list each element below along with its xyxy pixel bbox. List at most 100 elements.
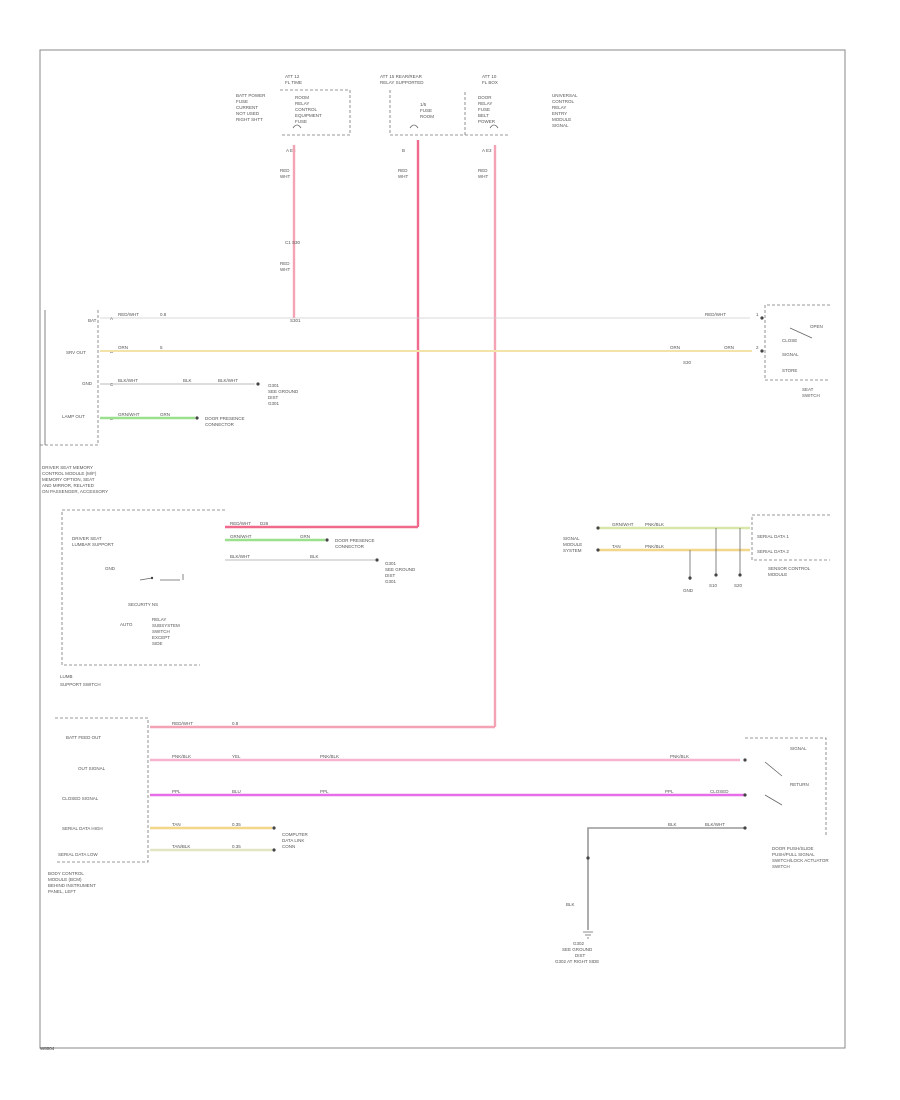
fuse-1-left-2: FUSE: [236, 99, 248, 104]
fuse-3-symbol: [489, 124, 499, 129]
dsm-wire-bat-junction: S301: [290, 318, 301, 323]
bcm-wire-5-arrow: [272, 848, 276, 852]
lumbar-inner-security: SECURITY NS: [128, 602, 158, 607]
fuse-2-right-3: ROOM: [420, 114, 434, 119]
seat-switch-caption-2: SWITCH: [802, 393, 820, 398]
fuse-1-left-4: NOT USED: [236, 111, 260, 116]
fuse-2-wire-2: WHT: [398, 174, 408, 179]
bcm-wire-3-end: PPL: [665, 789, 674, 794]
lumbar-label-3: SWITCH: [152, 629, 170, 634]
scm-pin-1: SERIAL DATA 1: [757, 534, 789, 539]
dsm-wire-gnd: C BLK/WHT BLK BLK/WHT G301 SEE GROUND DI…: [100, 378, 299, 406]
dsm-caption-1: DRIVER SEAT MEMORY: [42, 465, 93, 470]
splice-wire-1: RED: [280, 261, 290, 266]
door-switch: SIGNAL RETURN CLOSED DOOR PUSH/SLIDE PUS…: [710, 737, 829, 869]
fuse-3-right-5: MODULE: [552, 117, 571, 122]
bcm-pin-label-2: OUT SIGNAL: [78, 766, 106, 771]
fuse-2-title-2: RELAY SUPPORTED: [380, 80, 424, 85]
bcm-serial-to-3: CONN: [282, 844, 295, 849]
scm-caption-2: MODULE: [768, 572, 787, 577]
bcm-wire-4-arrow: [272, 826, 276, 830]
bcm-wire-5-size: 0.35: [232, 844, 241, 849]
dsm-wire-gnd-to: BLK/WHT: [218, 378, 238, 383]
dsm-wire-srv-color: ORN: [118, 345, 128, 350]
lumbar-caption-1: LUMB: [60, 674, 73, 679]
fuse-1-symbol: [292, 124, 302, 129]
seat-switch-extra: STORE: [782, 368, 797, 373]
mid-wire-black-to-2: SEE GROUND: [385, 567, 416, 572]
fuse-box-1: ATT 12 FL TIME BATT POWER FUSE CURRENT N…: [236, 74, 351, 179]
fuse-2-pin: B: [402, 148, 405, 153]
door-switch-caption-4: SWITCH: [772, 864, 790, 869]
scm-wire-2-color: TAN: [612, 544, 621, 549]
door-ground-pin: [743, 826, 747, 830]
fuse-1-title-1: ATT 12: [285, 74, 300, 79]
dsm-wire-gnd-color: BLK/WHT: [118, 378, 138, 383]
driver-seat-module-outline: [40, 310, 99, 446]
mid-wire-green-to-2: CONNECTOR: [335, 544, 365, 549]
door-ground-4: G302 AT RIGHT SIDE: [555, 959, 599, 964]
bcm-wire-2-mid: PNK/BLK: [320, 754, 339, 759]
door-switch-caption-3: SWITCH/LOCK ACTUATOR: [772, 858, 829, 863]
fuse-1-left-3: CURRENT: [236, 105, 258, 110]
dsm-wire-srv: B ORN 5 ORN ORN 2 S30: [100, 345, 759, 365]
scm-bottom-3: S20: [734, 583, 743, 588]
fuse-1-title-2: FL TIME: [285, 80, 302, 85]
mid-wire-black-to-1: G301: [385, 561, 397, 566]
lumbar-label-1: RELAY: [152, 617, 166, 622]
scm-bottom-2: S10: [709, 583, 718, 588]
seat-switch-inner-2: OPEN: [810, 324, 823, 329]
door-ground-3: DIST: [575, 953, 586, 958]
dsm-ground-3: DIST: [268, 395, 279, 400]
dsm-wire-bat-size: 0.8: [160, 312, 167, 317]
dsm-caption-2: CONTROL MODULE (M/F): [42, 471, 97, 476]
dsm-wire-gnd-arrow: [256, 382, 260, 386]
scm-outline: [751, 514, 830, 561]
door-ground-2: SEE GROUND: [562, 947, 593, 952]
dsm-wire-bat-color: RED/WHT: [118, 312, 139, 317]
door-switch-contact-1: [764, 761, 783, 777]
bcm-serial-to-2: DATA LINK: [282, 838, 304, 843]
fuse-1-right-4: EQUIPMENT: [295, 113, 322, 118]
door-switch-label-3: CLOSED: [710, 789, 729, 794]
lumbar-inner-gnd: GND: [105, 566, 116, 571]
door-ground-splice: [586, 856, 590, 860]
mid-wire-black-to-4: G301: [385, 579, 397, 584]
door-switch-label-2: RETURN: [790, 782, 809, 787]
mid-wire-green-value: GRN: [300, 534, 310, 539]
door-ground-1: G302: [573, 941, 585, 946]
mid-wire-green-label: GRN/WHT: [230, 534, 252, 539]
seat-switch-inner-1: CLOSE: [782, 338, 797, 343]
fuse-1-left-5: RIGHT SHTT: [236, 117, 263, 122]
fuse-1-pin: A E3: [286, 148, 296, 153]
fuse-1-left-1: BATT POWER: [236, 93, 266, 98]
mid-wire-red-value: D26: [260, 521, 269, 526]
fuse-3-right-2: CONTROL: [552, 99, 574, 104]
scm-drop-1-pin: [688, 576, 692, 580]
scm-wire-1-start: [596, 526, 600, 530]
fuse-3-right-3: RELAY: [552, 105, 566, 110]
fuse-1-right-1: ROOM: [295, 95, 309, 100]
door-ground-wire-1: BLK: [668, 822, 677, 827]
door-ground-wire-2: BLK/WHT: [705, 822, 725, 827]
fuse-3-wire-1: RED: [478, 168, 488, 173]
dsm-wire-lamp: D GRN/WHT GRN DOOR PRESENCE CONNECTOR: [100, 412, 245, 427]
bcm-wire-1: RED/WHT 0.8: [150, 721, 495, 729]
lumbar-label-5: SIDE: [152, 641, 163, 646]
fuse-3-left-4: BELT: [478, 113, 489, 118]
dsm-pin-label-lamp: LAMP OUT: [62, 414, 85, 419]
seat-switch-right: CLOSE OPEN SIGNAL STORE SEAT SWITCH: [760, 304, 830, 398]
fuse-2-title-1: ATT 15 REAR/REAR: [380, 74, 423, 79]
fuse-3-right-1: UNIVERSAL: [552, 93, 578, 98]
middle-connector: RED/WHT D26 GRN/WHT GRN DOOR PRESENCE CO…: [225, 521, 418, 584]
lumbar-label-2: SUBSYSTEM: [152, 623, 180, 628]
door-switch-contact-2: [764, 794, 783, 806]
scm-wire-1-color: GRN/WHT: [612, 522, 634, 527]
fuse-3-left-2: RELAY: [478, 101, 492, 106]
fuse-3-title-2: FL BOX: [482, 80, 498, 85]
fuse-3-wire-2: WHT: [478, 174, 488, 179]
dsm-wire-bat-pin: A: [110, 316, 113, 321]
lumbar-title-2: LUMBAR SUPPORT: [72, 542, 114, 547]
splice-wire-2: WHT: [280, 267, 290, 272]
bcm-wire-2-color: PNK/BLK: [172, 754, 191, 759]
